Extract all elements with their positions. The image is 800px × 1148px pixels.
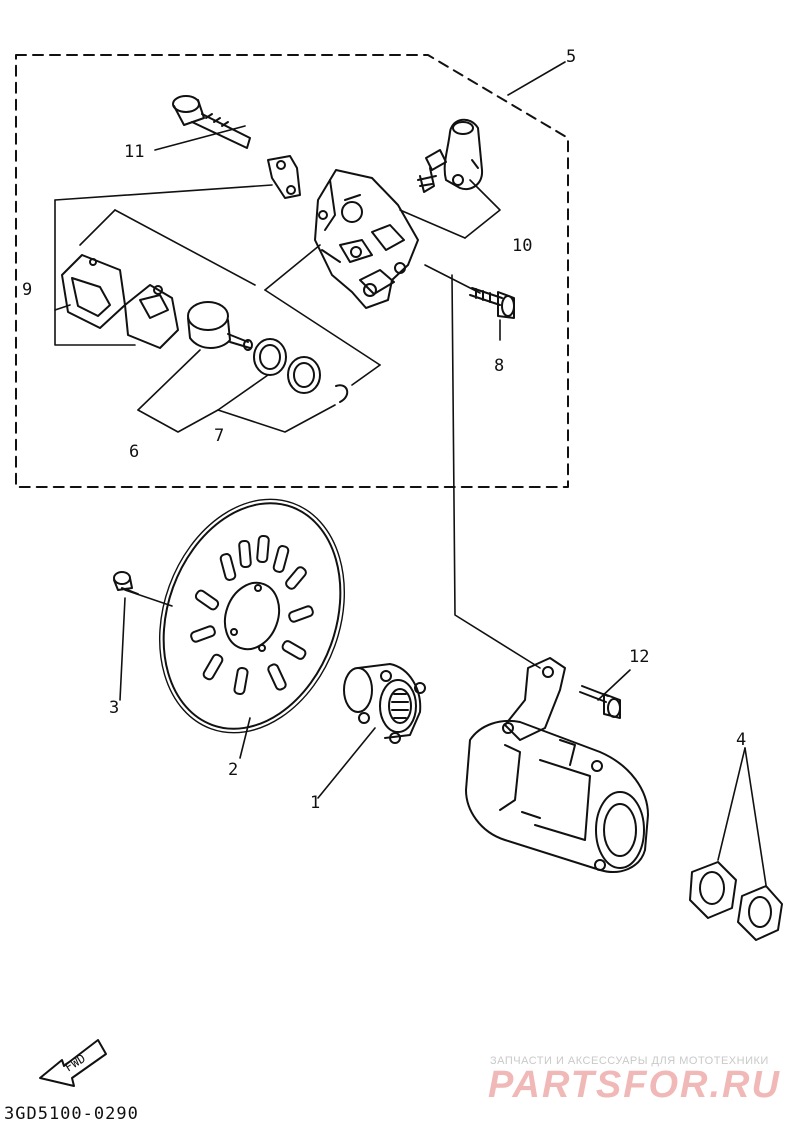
fwd-label: FWD [62,1051,88,1074]
caliper-piston [187,301,253,351]
circlip [335,384,349,403]
callout-4: 4 [736,730,746,750]
disc-vents [190,534,314,696]
nut-part-4b [737,885,783,941]
bleed-cap-part-10 [443,118,484,190]
callout-10: 10 [512,236,532,256]
forward-arrow-icon: FWD [39,1039,107,1087]
bolt-part-12 [579,685,621,719]
callout-8: 8 [494,356,504,376]
nut-part-4a [689,861,737,919]
caliper-bracket [465,657,649,873]
pin-clip [267,155,301,199]
brake-pad-part-9b [124,284,179,349]
callout-9: 9 [22,280,32,300]
callout-7: 7 [214,426,224,446]
watermark-brand[interactable]: PARTSFOR.RU [488,1064,781,1106]
caliper-body [314,169,419,309]
long-bolt-part-11 [172,95,251,149]
piston-seal-b [287,356,321,394]
piston-seal-a [253,338,287,376]
bolt-part-8 [469,287,515,319]
callout-5: 5 [566,47,576,67]
disc-hub-part-1 [343,663,426,744]
brake-pad-part-9a [61,254,126,329]
callout-1: 1 [310,793,320,813]
watermark-tagline: ЗАПЧАСТИ И АКСЕССУАРЫ ДЛЯ МОТОТЕХНИКИ [490,1055,769,1067]
leader-lines [54,61,767,886]
brake-disc-part-2 [158,498,346,734]
bleed-screw [417,149,447,193]
diagram-code: 3GD5100-0290 [4,1104,139,1124]
disc-bolt-part-3 [113,571,139,595]
callout-3: 3 [109,698,119,718]
callout-11: 11 [124,142,144,162]
caliper-assembly-boundary [15,54,569,488]
callout-6: 6 [129,442,139,462]
callout-2: 2 [228,760,238,780]
callout-12: 12 [629,647,649,667]
